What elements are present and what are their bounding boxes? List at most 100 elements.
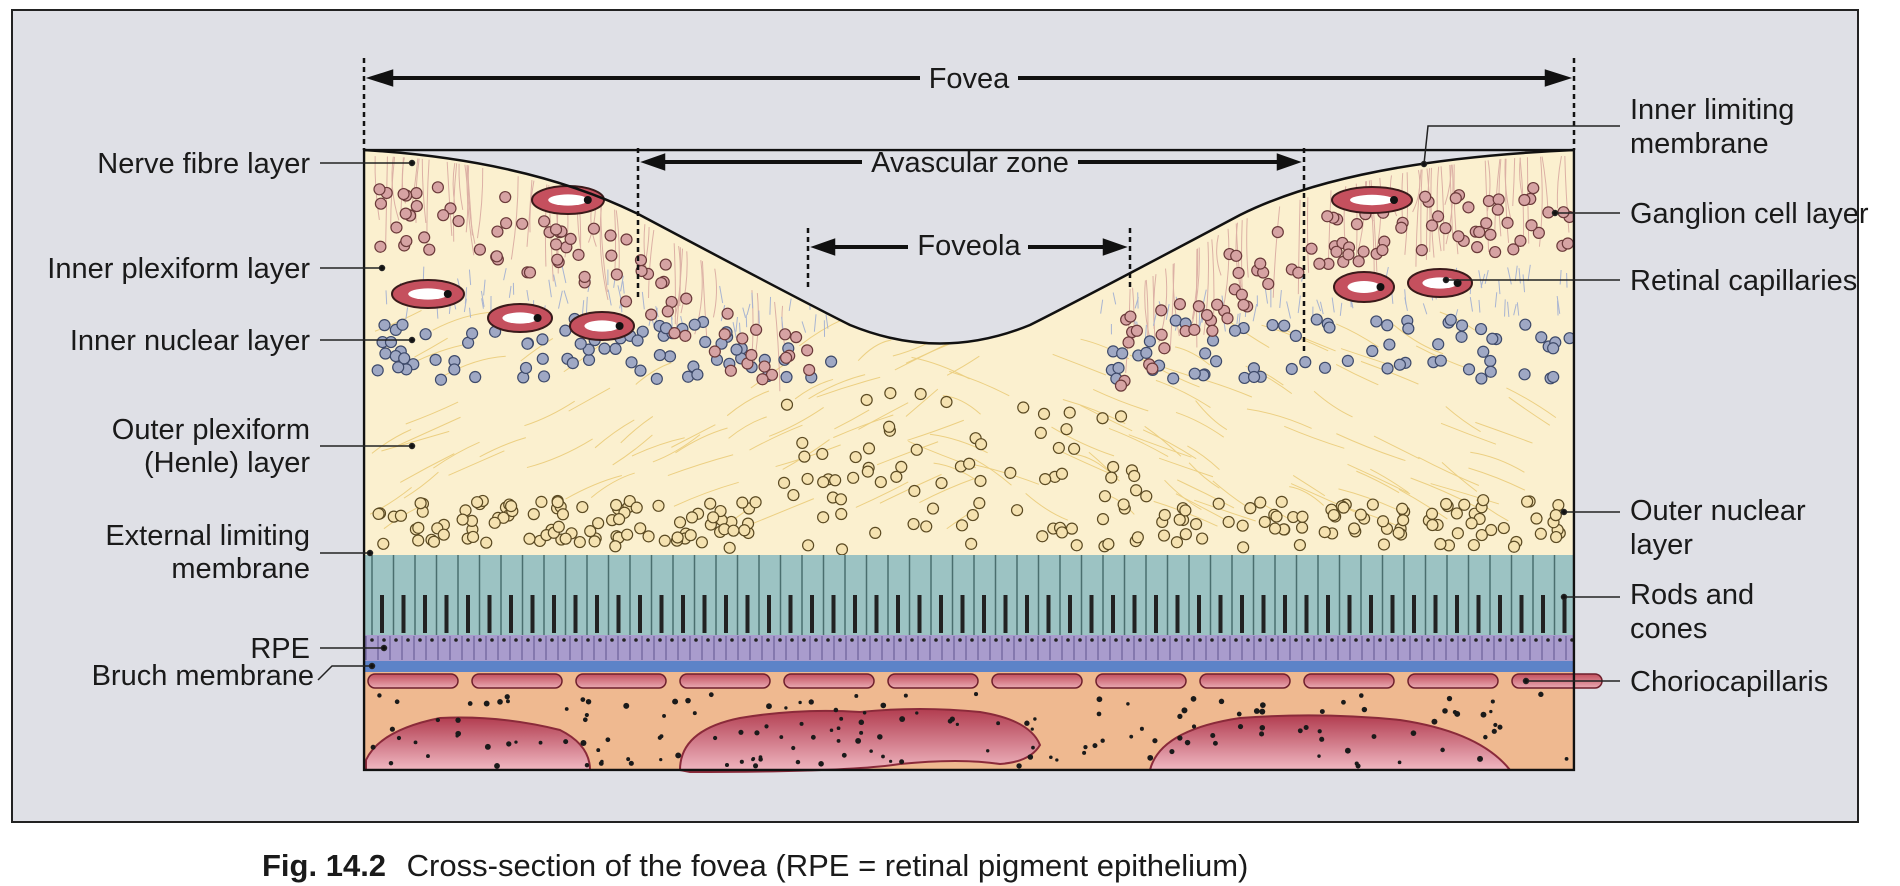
outer-nuclear-cell xyxy=(1475,528,1488,542)
plexiform-wisp xyxy=(1507,301,1510,318)
rpe-pigment xyxy=(538,638,542,642)
label-inner-limiting-line2: membrane xyxy=(1630,128,1769,160)
outer-nuclear-cell xyxy=(1521,495,1534,508)
pigment-dot xyxy=(1341,699,1346,705)
plexiform-wisp xyxy=(1557,300,1559,316)
outer-nuclear-cell xyxy=(592,517,605,530)
ganglion-cell xyxy=(431,181,444,194)
outer-nuclear-cell xyxy=(609,540,622,553)
nerve-fibre xyxy=(421,158,427,223)
outer-nuclear-cell xyxy=(1131,531,1144,544)
henle-fibre xyxy=(667,454,734,477)
nerve-fibre xyxy=(1327,190,1332,261)
nerve-fibre xyxy=(1504,158,1513,224)
pigment-dot xyxy=(623,702,630,709)
pigment-dot xyxy=(1397,760,1402,765)
henle-fibre xyxy=(833,414,894,439)
outer-nuclear-cell xyxy=(552,520,565,533)
outer-nuclear-cell xyxy=(908,484,921,498)
outer-nuclear-cell xyxy=(1196,532,1209,545)
outer-nuclear-cell xyxy=(1397,514,1410,527)
ganglion-cell xyxy=(572,248,585,261)
pigment-dot xyxy=(1319,709,1325,714)
outer-segment xyxy=(1283,595,1287,633)
outer-nuclear-cell xyxy=(798,450,811,463)
rpe-pigment xyxy=(1522,638,1526,642)
henle-fibre xyxy=(1075,453,1113,475)
label-external-limiting-line1: External limiting xyxy=(105,520,310,552)
pigment-dot xyxy=(859,730,864,735)
outer-nuclear-cell xyxy=(1237,541,1250,554)
outer-nuclear-cell xyxy=(1128,469,1141,483)
henle-fibres xyxy=(369,309,1557,530)
inner-nuclear-cell xyxy=(566,357,579,370)
henle-fibre xyxy=(443,355,506,377)
inner-nuclear-cell xyxy=(1474,322,1488,336)
plexiform-wisp xyxy=(620,275,624,292)
rpe-pigment xyxy=(1138,638,1142,642)
plexiform-wisp xyxy=(1252,303,1258,322)
inner-nuclear-cell xyxy=(582,353,596,367)
pigment-dot xyxy=(1493,722,1498,728)
outer-nuclear-cell xyxy=(801,472,814,486)
ganglion-cell xyxy=(1158,342,1171,355)
plexiform-wisp xyxy=(607,289,612,306)
label-outer-nuclear-line1: Outer nuclear xyxy=(1630,495,1806,527)
pigment-dot xyxy=(855,737,862,744)
inner-nuclear-cell xyxy=(1285,362,1298,376)
pigment-dot xyxy=(996,721,1001,726)
outer-nuclear-cell xyxy=(480,536,493,549)
pigment-dot xyxy=(903,693,908,698)
nerve-fibre xyxy=(674,246,681,317)
plexiform-wisp xyxy=(1279,290,1282,308)
pigment-dot xyxy=(504,694,510,700)
inner-nuclear-cell xyxy=(1167,372,1180,385)
outer-nuclear-cell xyxy=(796,436,809,450)
henle-fibre xyxy=(1187,445,1220,470)
outer-nuclear-cell xyxy=(427,535,441,548)
henle-fibre xyxy=(1336,433,1406,462)
retinal-capillary xyxy=(391,279,465,309)
outer-nuclear-cell xyxy=(926,502,940,515)
plexiform-wisp xyxy=(422,266,425,282)
pigment-dot xyxy=(580,697,586,702)
henle-fibre xyxy=(1445,406,1481,433)
outer-segment xyxy=(1025,595,1029,633)
outer-nuclear-cell xyxy=(1465,517,1478,530)
rpe-pigment xyxy=(382,638,386,642)
nerve-fibre xyxy=(1564,156,1570,233)
outer-nuclear-cell xyxy=(883,420,896,433)
plexiform-wisp xyxy=(585,296,588,314)
rpe-pigment xyxy=(1126,638,1130,642)
pigment-dot xyxy=(986,749,990,753)
pigment-dot xyxy=(973,692,979,697)
pigment-dot xyxy=(426,754,430,759)
choriocapillaris-vessel xyxy=(367,673,459,689)
outer-nuclear-cell xyxy=(527,508,540,521)
outer-segment xyxy=(1003,595,1008,633)
outer-nuclear-cell xyxy=(816,447,829,461)
plexiform-wisp xyxy=(1527,264,1531,281)
pigment-dot xyxy=(881,754,885,759)
henle-fibre xyxy=(1144,425,1182,457)
pigment-dot xyxy=(564,707,569,711)
outer-nuclear-cell xyxy=(1337,501,1350,514)
outer-nuclear-cell xyxy=(1296,510,1309,523)
ganglion-cell xyxy=(410,187,423,200)
outer-nuclear-cell xyxy=(1039,473,1052,486)
pigment-dot xyxy=(858,719,865,726)
ganglion-cell xyxy=(1235,288,1248,301)
outer-nuclear-cell xyxy=(1096,513,1110,526)
choriocapillaris-vessel xyxy=(1199,673,1291,689)
plexiform-wisp xyxy=(1513,304,1517,316)
pigment-dot xyxy=(1303,724,1309,731)
outer-nuclear-cell xyxy=(394,509,408,522)
outer-segment xyxy=(939,595,943,633)
pigment-dot xyxy=(724,762,730,768)
outer-nuclear-cell xyxy=(1485,523,1498,537)
label-outer-plexiform-line1: Outer plexiform xyxy=(112,414,310,446)
ganglion-cell xyxy=(659,258,672,271)
outer-nuclear-cell xyxy=(738,524,751,537)
label-nerve-fibre-layer: Nerve fibre layer xyxy=(97,148,310,180)
nerve-fibre xyxy=(1444,164,1452,205)
